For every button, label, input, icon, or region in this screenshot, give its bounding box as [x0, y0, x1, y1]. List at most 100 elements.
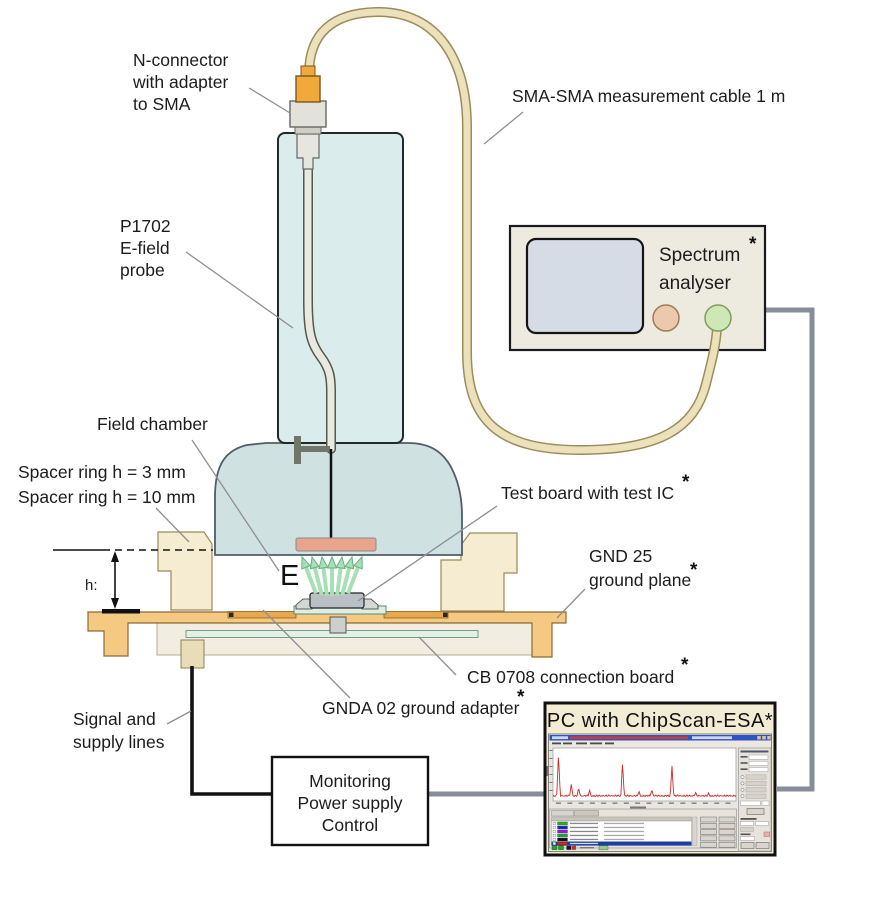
leader-sma-cable	[483, 111, 524, 145]
trace-manager-panel	[549, 808, 737, 851]
table-button	[718, 835, 736, 842]
label-signal-2: supply lines	[73, 732, 165, 752]
radio-button	[740, 794, 745, 799]
label-test-board: Test board with test IC	[501, 483, 674, 503]
asterisk-cb: *	[681, 655, 689, 676]
x-tick	[669, 802, 674, 804]
x-tick	[612, 802, 618, 804]
window-minimize-button	[756, 735, 762, 740]
spectrum-trace	[552, 757, 737, 798]
monitoring-box-frame	[270, 755, 430, 847]
adapter-notch-left	[229, 612, 234, 617]
spectrum-analyser	[508, 224, 767, 352]
panel-tab	[574, 810, 599, 817]
label-n-connector-3: to SMA	[133, 94, 191, 114]
pc-title: PC with ChipScan-ESA*	[547, 710, 773, 732]
label-spectrum-2: analyser	[659, 273, 731, 294]
signal-supply-wire	[190, 666, 272, 796]
x-tick	[680, 802, 686, 804]
spacer-ring-left	[157, 531, 213, 611]
radio-button	[740, 787, 745, 792]
table-button	[700, 823, 717, 829]
panel-header	[740, 750, 769, 753]
label-field-chamber: Field chamber	[97, 414, 208, 434]
field-label	[740, 762, 748, 764]
analyser-to-pc-wire	[765, 307, 815, 792]
input-field-disabled	[745, 787, 767, 793]
input-field	[740, 836, 755, 841]
row-color-swatch	[557, 821, 568, 826]
input-field	[748, 767, 769, 773]
label-probe-3: probe	[120, 260, 165, 280]
signal-connector-block	[180, 639, 205, 669]
probe-internals	[289, 65, 377, 552]
input-field	[748, 760, 769, 766]
toolbar-icon-black	[566, 845, 571, 850]
selected-row-highlight	[551, 841, 692, 846]
x-tick	[601, 802, 607, 804]
row-text	[604, 830, 644, 833]
label-e-field: E	[280, 560, 299, 592]
radio-button	[740, 775, 745, 779]
toolbar-icon-green	[558, 845, 564, 850]
label-gnda: GNDA 02 ground adapter	[322, 698, 520, 718]
table-button	[718, 823, 736, 829]
toolbar-icon-green	[551, 845, 558, 850]
input-field	[740, 821, 754, 826]
dim-arrow-up	[111, 551, 119, 562]
gnda02-adapter-left	[227, 611, 297, 619]
x-axis-ticks	[556, 802, 731, 804]
row-checkbox	[552, 834, 556, 838]
leader-n-connector	[248, 87, 291, 114]
x-tick	[578, 802, 584, 804]
panel-button	[740, 842, 755, 849]
toolbar-icon-red	[571, 845, 576, 850]
leader-gnd-plane	[556, 588, 586, 619]
spectrum-trace-layer	[552, 757, 737, 798]
sma-measurement-cable	[304, 6, 722, 456]
y-tick	[549, 750, 553, 751]
table-button	[718, 841, 736, 848]
input-field	[748, 754, 769, 760]
e-field-arrows	[301, 555, 363, 596]
label-spacer-1: Spacer ring h = 3 mm	[18, 462, 186, 482]
y-tick	[549, 774, 553, 775]
field-arrow-head	[309, 555, 320, 570]
input-field-disabled	[745, 780, 767, 786]
row-color-swatch	[557, 825, 568, 830]
input-field-disabled	[740, 827, 754, 832]
toolbar-icon-wide	[598, 845, 609, 851]
via-block	[329, 616, 347, 634]
row-color-swatch	[557, 837, 568, 842]
menu-item	[552, 742, 561, 745]
leader-lines	[155, 87, 586, 725]
row-checkbox	[552, 830, 556, 834]
row-text	[604, 834, 644, 837]
menu-item	[605, 742, 614, 745]
x-tick	[714, 802, 720, 804]
x-tick	[567, 802, 573, 804]
menu-item	[590, 742, 602, 745]
field-arrow-head	[301, 555, 312, 570]
row-text	[570, 822, 598, 825]
clamp-post	[294, 436, 301, 464]
input-field	[761, 800, 770, 806]
table-button	[700, 829, 717, 835]
menu-item	[576, 742, 587, 745]
dim-arrow-down	[111, 598, 119, 609]
x-tick	[556, 802, 561, 804]
panel-button	[755, 842, 770, 849]
label-signal-1: Signal and	[73, 709, 156, 729]
x-tick	[589, 802, 595, 804]
field-arrow-shaft	[340, 565, 352, 596]
row-color-swatch	[557, 829, 568, 834]
field-arrow-shaft	[321, 565, 329, 596]
platform	[87, 611, 567, 796]
row-text	[604, 826, 644, 829]
field-arrow-shaft	[303, 564, 318, 595]
monitoring-line3: Control	[322, 815, 378, 835]
group-label	[740, 818, 757, 820]
leader-probe	[185, 251, 294, 329]
leader-signal	[166, 710, 192, 725]
